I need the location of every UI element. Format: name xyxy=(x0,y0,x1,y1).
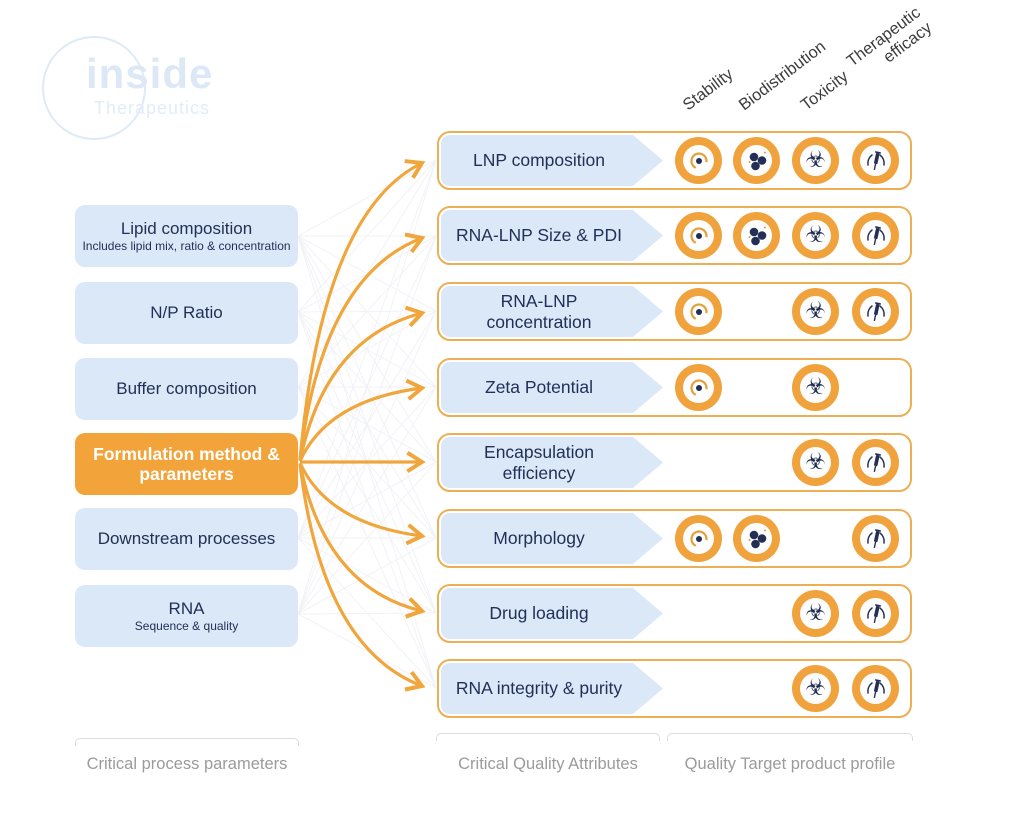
toxicity-biohazard-icon: ☣ xyxy=(792,590,839,637)
biodistribution-icon xyxy=(733,515,780,562)
cqa-row-rna-lnp-concentration: RNA-LNP concentration ☣ xyxy=(437,282,912,341)
cqa-label-arrow: Zeta Potential xyxy=(441,362,663,413)
toxicity-biohazard-icon: ☣ xyxy=(792,439,839,486)
therapeutic-efficacy-syringe-icon xyxy=(852,515,899,562)
cqa-row-label: RNA-LNP concentration xyxy=(486,290,592,332)
cqa-row-label: RNA integrity & purity xyxy=(455,678,623,698)
cqa-row-label: Morphology xyxy=(493,528,585,548)
cqa-row-label: Zeta Potential xyxy=(485,377,593,397)
cpp-box-label: Lipid composition xyxy=(120,218,253,238)
biodistribution-icon xyxy=(733,212,780,259)
stability-icon xyxy=(675,288,722,335)
logo-circle-icon xyxy=(42,36,146,140)
faint-web-lines xyxy=(297,159,437,689)
cpp-box-np-ratio: N/P Ratio xyxy=(75,282,298,344)
cqa-label-arrow: RNA integrity & purity xyxy=(441,663,663,714)
therapeutic-efficacy-syringe-icon xyxy=(852,288,899,335)
cpp-box-label: Downstream processes xyxy=(97,529,276,549)
cqa-row-drug-loading: Drug loading ☣ xyxy=(437,584,912,643)
cqa-row-morphology: Morphology ☣ xyxy=(437,509,912,568)
cpp-box-buffer-composition: Buffer composition xyxy=(75,358,298,420)
cqa-row-rna-lnp-size-pdi: RNA-LNP Size & PDI ☣ xyxy=(437,206,912,265)
cqa-row-lnp-composition: LNP composition ☣ xyxy=(437,131,912,190)
therapeutic-efficacy-syringe-icon xyxy=(852,439,899,486)
stability-icon xyxy=(675,137,722,184)
cqa-row-rna-integrity-purity: RNA integrity & purity ☣ xyxy=(437,659,912,718)
therapeutic-efficacy-syringe-icon xyxy=(852,137,899,184)
therapeutic-efficacy-syringe-icon xyxy=(852,590,899,637)
cqa-label-arrow: RNA-LNP Size & PDI xyxy=(441,210,663,261)
cqa-row-label: Drug loading xyxy=(489,603,589,623)
cqa-label-arrow: Drug loading xyxy=(441,588,663,639)
cqa-row-label: RNA-LNP Size & PDI xyxy=(456,225,622,245)
column-header-stability: Stability xyxy=(679,65,737,115)
cpp-box-downstream-processes: Downstream processes xyxy=(75,508,298,570)
cqa-bracket xyxy=(436,733,660,741)
cqa-row-label: Encapsulation efficiency xyxy=(484,441,594,483)
cpp-bracket xyxy=(75,738,299,746)
cpp-box-sublabel: Includes lipid mix, ratio & concentratio… xyxy=(82,239,291,254)
logo-subtitle: Therapeutics xyxy=(94,98,211,118)
cpp-box-label: Buffer composition xyxy=(116,379,257,399)
cpp-box-sublabel: Sequence & quality xyxy=(134,619,239,634)
toxicity-biohazard-icon: ☣ xyxy=(792,212,839,259)
stability-icon xyxy=(675,364,722,411)
therapeutic-efficacy-syringe-icon xyxy=(852,212,899,259)
cqa-label-arrow: LNP composition xyxy=(441,135,663,186)
column-header-therapeutic-efficacy: Therapeutic efficacy xyxy=(843,3,936,71)
toxicity-biohazard-icon: ☣ xyxy=(792,137,839,184)
toxicity-biohazard-icon: ☣ xyxy=(792,665,839,712)
cqa-row-label: LNP composition xyxy=(473,150,605,170)
cqa-label-arrow: RNA-LNP concentration xyxy=(441,286,663,337)
stability-icon xyxy=(675,515,722,562)
qtpp-footer-label: Quality Target product profile xyxy=(684,755,896,773)
toxicity-biohazard-icon: ☣ xyxy=(792,288,839,335)
formulation-arrows xyxy=(298,159,426,692)
cpp-footer-label: Critical process parameters xyxy=(86,755,288,773)
cpp-box-rna: RNA Sequence & quality xyxy=(75,585,298,647)
logo-name: inside xyxy=(86,50,214,97)
therapeutic-efficacy-syringe-icon xyxy=(852,665,899,712)
cqa-label-arrow: Morphology xyxy=(441,513,663,564)
cqa-row-zeta-potential: Zeta Potential ☣ xyxy=(437,358,912,417)
cpp-box-label: RNA xyxy=(168,598,205,618)
cpp-box-label: Formulation method & parameters xyxy=(93,443,280,484)
cpp-box-lipid-composition: Lipid composition Includes lipid mix, ra… xyxy=(75,205,298,267)
cqa-footer-label: Critical Quality Attributes xyxy=(458,755,638,773)
biodistribution-icon xyxy=(733,137,780,184)
cpp-box-formulation-method: Formulation method & parameters xyxy=(75,433,298,495)
stability-icon xyxy=(675,212,722,259)
cqa-row-encapsulation-efficiency: Encapsulation efficiency ☣ xyxy=(437,433,912,492)
cqa-label-arrow: Encapsulation efficiency xyxy=(441,437,663,488)
toxicity-biohazard-icon: ☣ xyxy=(792,364,839,411)
qtpp-bracket xyxy=(667,733,913,741)
inside-therapeutics-logo: inside Therapeutics xyxy=(42,32,272,142)
cpp-box-label: N/P Ratio xyxy=(150,303,223,323)
